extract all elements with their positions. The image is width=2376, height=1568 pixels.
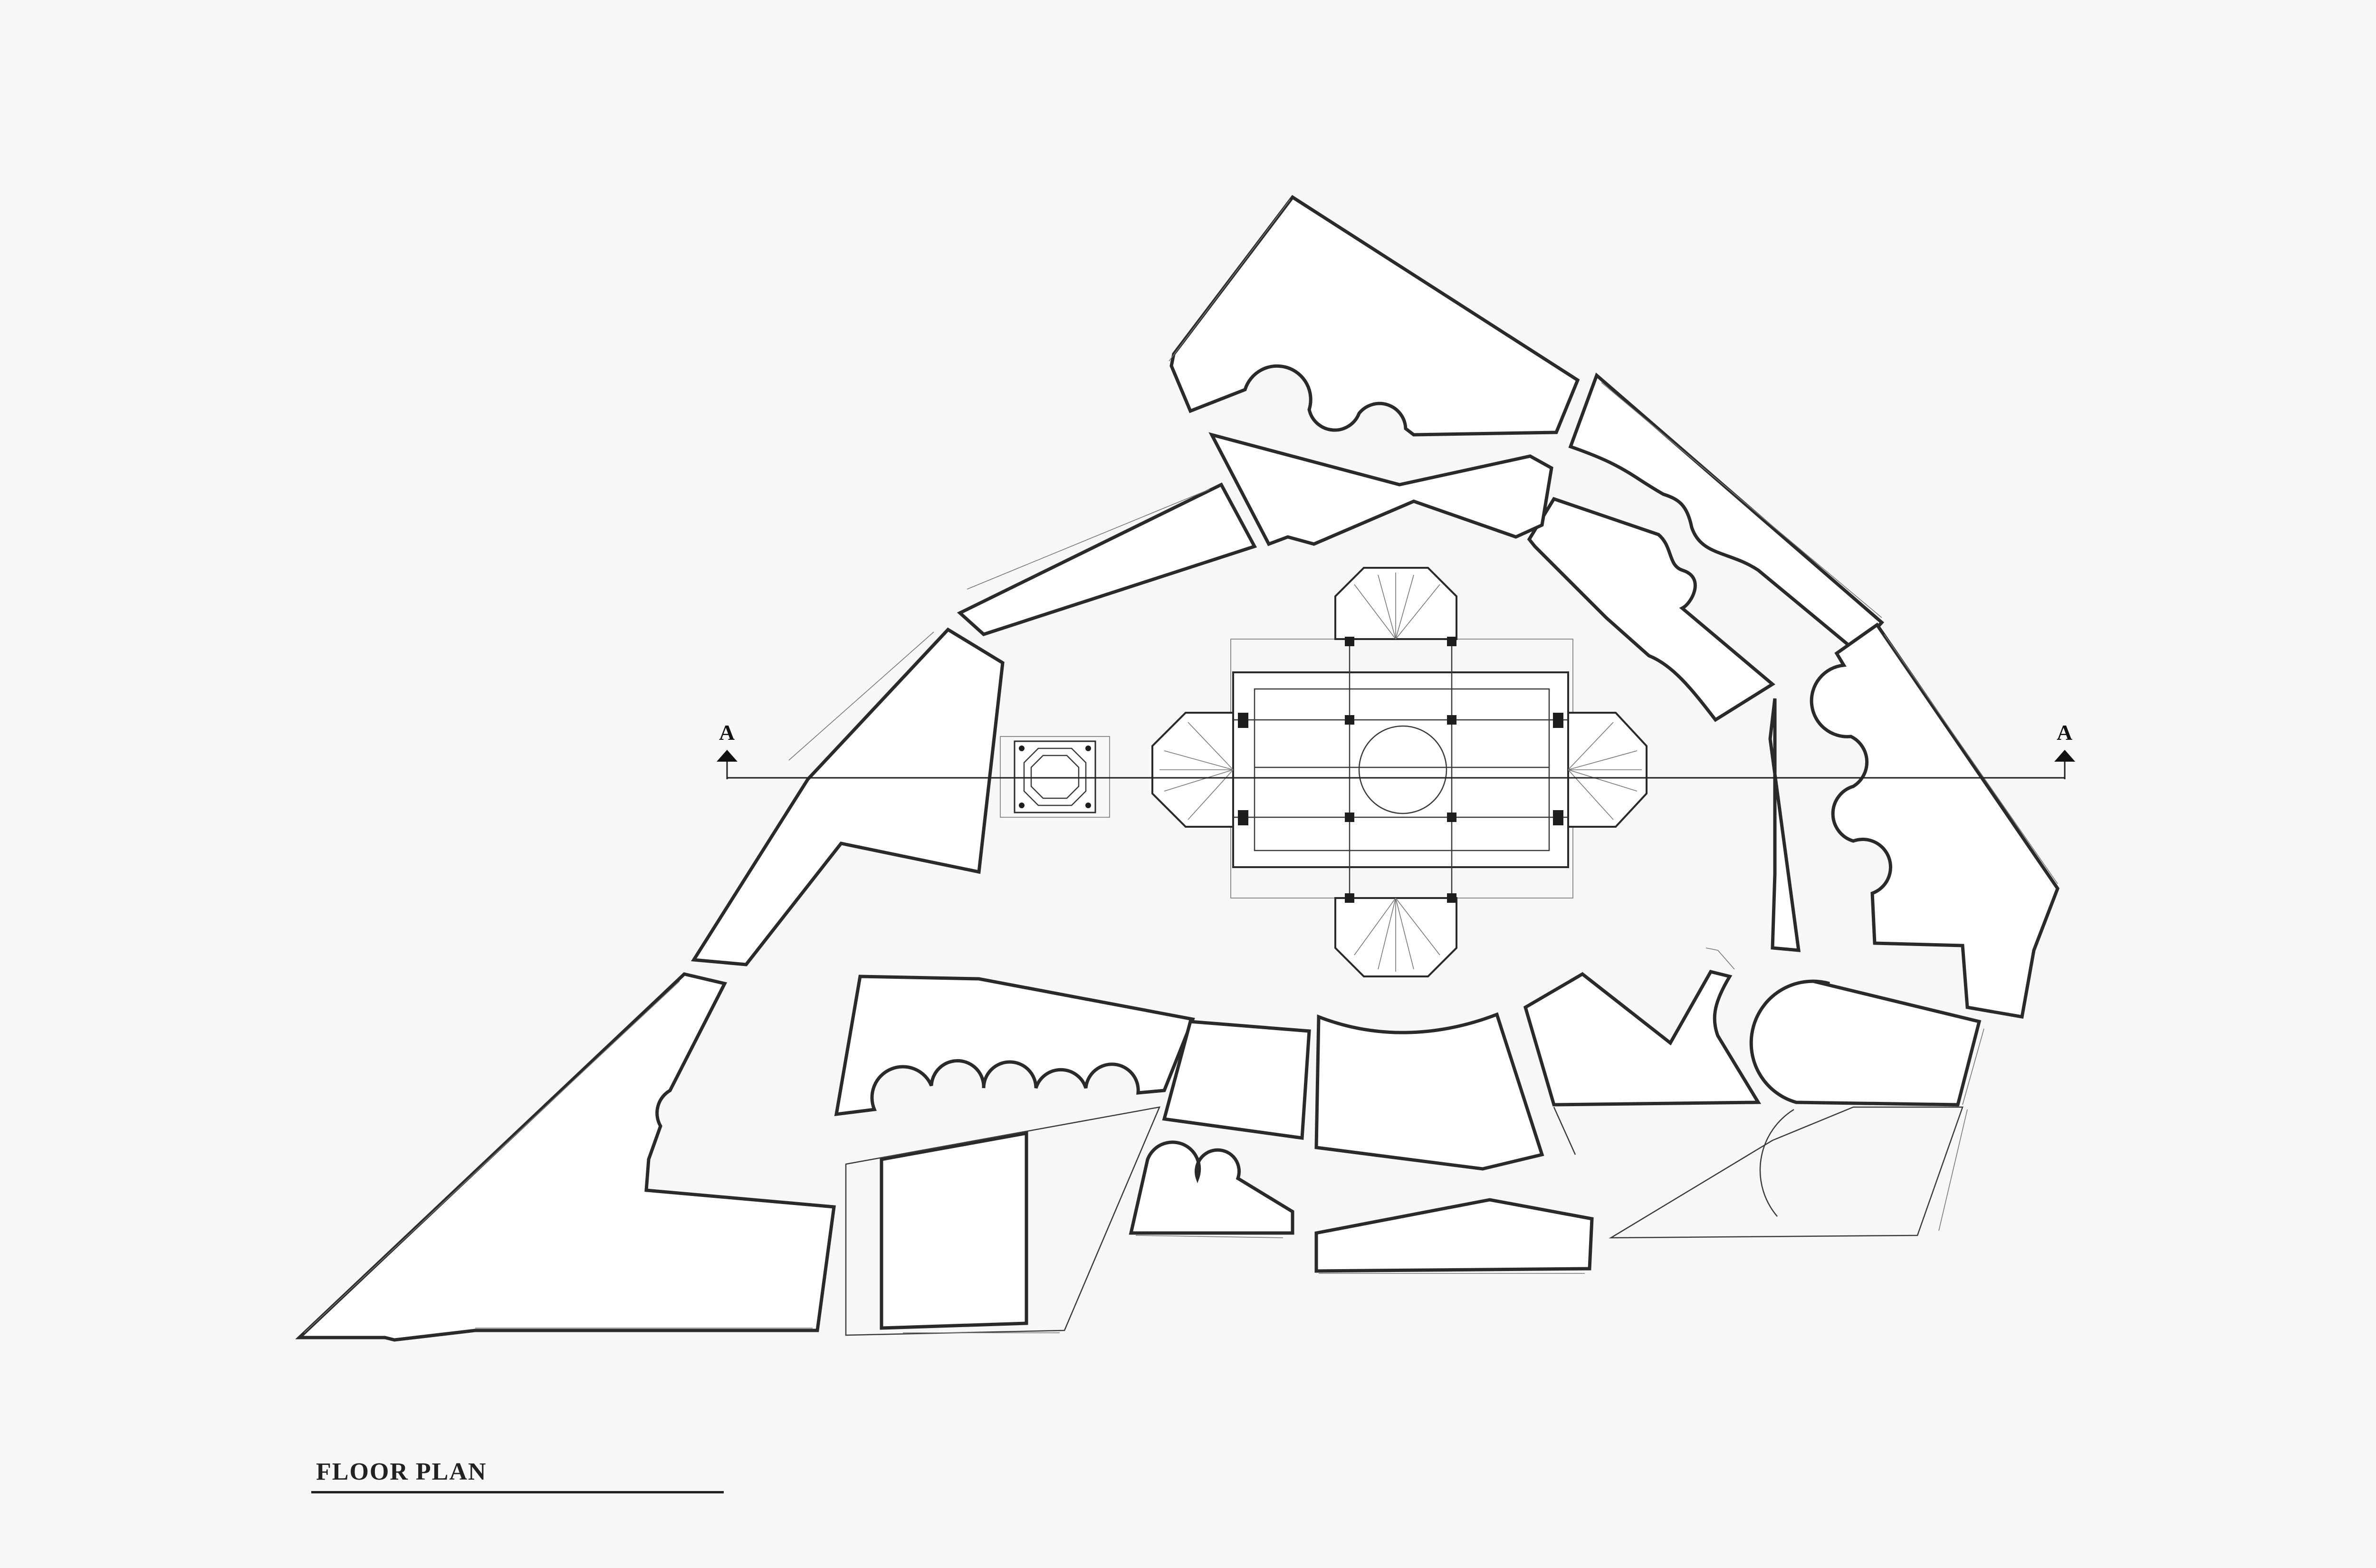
perimeter-detail xyxy=(304,199,2058,1333)
title-underline xyxy=(311,1491,724,1493)
block-southeast xyxy=(1523,969,1762,1107)
block-northwest-bar xyxy=(957,482,1257,636)
block-east xyxy=(1810,622,2060,1019)
section-marker-right-label: A xyxy=(2057,720,2073,745)
block-south-bulb xyxy=(1129,1140,1294,1235)
block-northeast-inner xyxy=(1527,497,1775,722)
building-blocks xyxy=(295,195,2060,1342)
block-south-slab xyxy=(1314,1198,1594,1273)
block-west xyxy=(690,627,1005,966)
block-north-center xyxy=(1208,432,1553,546)
annex-line xyxy=(1553,1107,1576,1155)
plan-title: FLOOR PLAN xyxy=(316,1458,487,1485)
annex-south-west xyxy=(845,1106,1161,1336)
block-east-sliver xyxy=(1768,698,1801,952)
octagonal-kiosk xyxy=(1000,736,1110,818)
section-marker-left-arrow xyxy=(717,750,738,762)
block-north xyxy=(1169,195,1580,437)
block-south-center-small xyxy=(1162,1020,1311,1140)
section-marker-right-arrow xyxy=(2054,750,2075,762)
annex-arc xyxy=(1759,1109,1794,1217)
block-south-inner xyxy=(880,1131,1028,1330)
block-south-west-center xyxy=(834,975,1195,1117)
section-marker-left-label: A xyxy=(719,720,735,745)
annex-south-east xyxy=(1609,1106,1964,1239)
block-northeast xyxy=(1568,373,1885,653)
block-southwest xyxy=(295,972,836,1342)
section-line-a xyxy=(717,750,2075,779)
central-dome xyxy=(1358,725,1447,814)
pavilion-body xyxy=(1232,671,1569,868)
annex-outlines xyxy=(845,1106,1964,1336)
block-south-center-wide xyxy=(1314,1012,1544,1171)
block-east-lower xyxy=(1749,979,1982,1107)
central-pavilion xyxy=(1151,567,1648,977)
